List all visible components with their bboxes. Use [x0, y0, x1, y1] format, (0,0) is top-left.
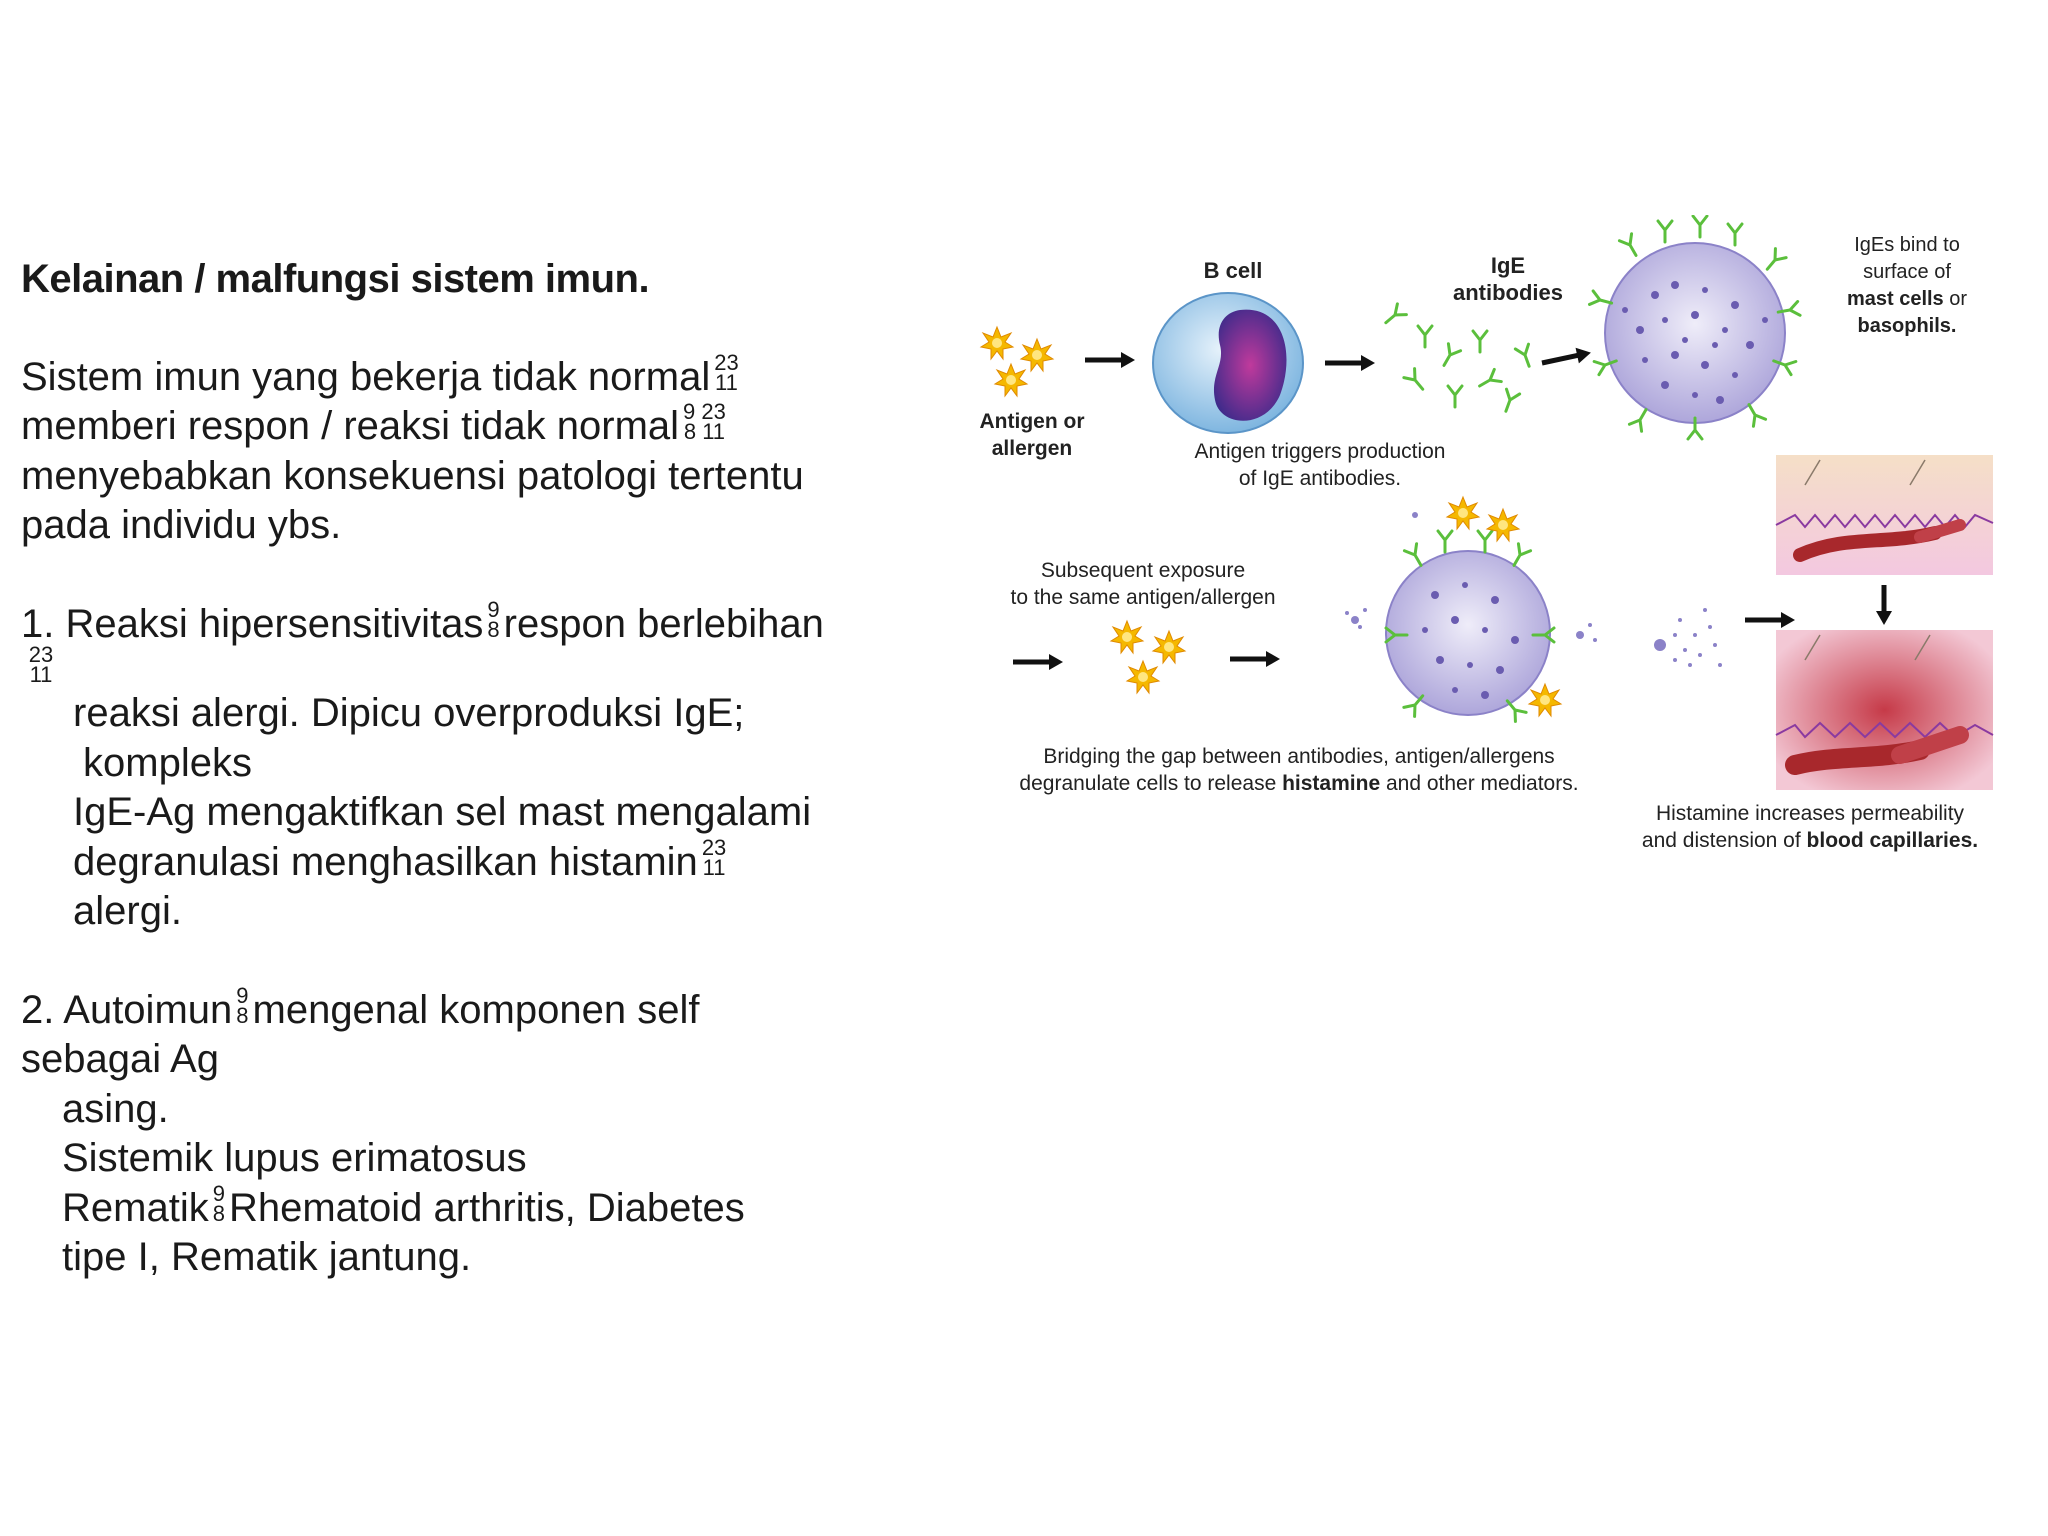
intro-line-3: menyebabkan konsekuensi patologi tertent…: [21, 453, 804, 498]
bridging-label: Bridging the gap between antibodies, ant…: [1043, 745, 1554, 768]
antigen-icon: [1110, 620, 1186, 694]
text-column: Kelainan / malfungsi sistem imun. Sistem…: [21, 255, 881, 1283]
item1-line: reaksi alergi. Dipicu overproduksi IgE;: [73, 691, 745, 735]
mast-cell-icon: [1587, 214, 1802, 441]
histamine-label: Histamine increases permeability: [1656, 802, 1965, 825]
trigger-label: Antigen triggers production: [1195, 440, 1446, 463]
trigger-label: of IgE antibodies.: [1239, 467, 1401, 490]
antigen-label: Antigen or: [980, 410, 1085, 433]
ige-label: IgE: [1491, 253, 1525, 278]
arrow-icon: [1745, 612, 1795, 628]
allergy-mechanism-figure: Antigen or allergen B cell Antigen trigg…: [975, 214, 2005, 855]
ige-antibodies-icon: [1379, 302, 1538, 416]
b-cell-icon: [1152, 292, 1304, 434]
bind-label: IgEs bind to: [1854, 234, 1960, 256]
item1-line: IgE-Ag mengaktifkan sel mast mengalami: [73, 790, 812, 834]
b-cell-label: B cell: [1204, 258, 1263, 283]
antigen-label: allergen: [992, 437, 1073, 460]
intro-line-4: pada individu ybs.: [21, 503, 342, 547]
item1-line: alergi.: [73, 889, 182, 933]
antigen-icon: [980, 326, 1054, 397]
item2-line: Sistemik lupus erimatosus: [62, 1136, 527, 1180]
histamine-particles-icon: [1654, 608, 1722, 667]
ige-label: antibodies: [1453, 280, 1563, 305]
item2-line: sebagai Ag: [21, 1037, 219, 1081]
arrow-icon: [1325, 355, 1375, 371]
item2-line: asing.: [62, 1086, 169, 1131]
histamine-label: and distension of blood capillaries.: [1642, 829, 1978, 852]
subsequent-label: Subsequent exposure: [1041, 559, 1245, 582]
subsequent-label: to the same antigen/allergen: [1010, 586, 1275, 609]
down-arrow-icon: [1876, 585, 1892, 625]
bridging-label: degranulate cells to release histamine a…: [1019, 772, 1578, 795]
skin-capillary-inflamed-icon: [1775, 630, 1994, 790]
item1-line: kompleks: [83, 740, 252, 785]
degranulating-mast-cell-icon: [1345, 496, 1597, 723]
bind-label: mast cells or: [1847, 288, 1967, 310]
bind-label: basophils.: [1858, 315, 1957, 337]
item2-line: tipe I, Rematik jantung.: [62, 1235, 472, 1279]
skin-capillary-normal-icon: [1775, 455, 1994, 575]
arrow-icon: [1230, 651, 1280, 667]
bind-label: surface of: [1863, 261, 1951, 283]
arrow-icon: [1013, 654, 1063, 670]
arrow-icon: [1540, 345, 1592, 371]
page-title: Kelainan / malfungsi sistem imun.: [21, 257, 650, 301]
arrow-icon: [1085, 352, 1135, 368]
